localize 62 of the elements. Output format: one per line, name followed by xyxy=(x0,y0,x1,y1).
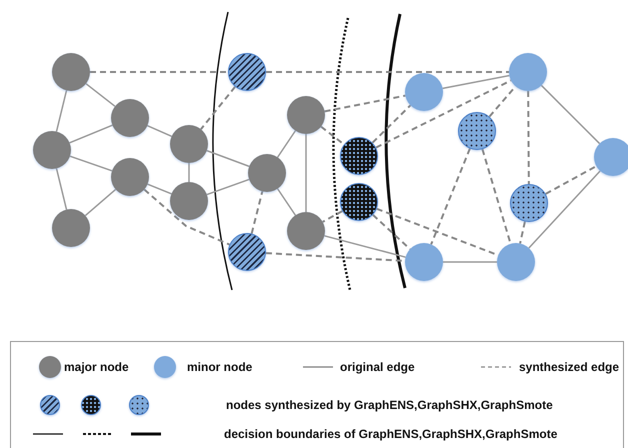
dashed-edge xyxy=(322,210,343,223)
edge-line xyxy=(528,170,601,249)
edge-line xyxy=(70,156,112,172)
dashed-edge xyxy=(320,126,345,146)
dashed-edge xyxy=(200,86,236,130)
major-node-circle xyxy=(287,212,325,250)
major-node-circle xyxy=(170,182,208,220)
edge-line xyxy=(324,235,406,258)
edge-line xyxy=(206,178,250,196)
edge-line xyxy=(305,134,307,212)
minor-node-circle xyxy=(594,138,628,176)
edge-line xyxy=(443,261,497,263)
minor-node-circle xyxy=(509,53,547,91)
edge-line xyxy=(540,84,600,144)
legend-label: minor node xyxy=(187,360,252,374)
edge-line xyxy=(188,163,190,182)
edge-line xyxy=(56,168,68,210)
edge-line xyxy=(69,124,113,144)
dashed-edge xyxy=(90,71,228,73)
major-node-circle xyxy=(248,154,286,192)
dashed-edge xyxy=(144,188,230,246)
edge-line xyxy=(442,74,510,90)
edge-line xyxy=(276,130,296,158)
dashed-edge xyxy=(372,214,411,250)
hatched-node-circle xyxy=(228,233,266,271)
legend-label: decision boundaries of GraphENS,GraphSHX,GraphSmote xyxy=(224,427,558,441)
legend-label: nodes synthesized by GraphENS,GraphSHX,GraphSmote xyxy=(226,398,553,412)
minor-node-circle xyxy=(405,243,443,281)
edge-line xyxy=(147,183,172,195)
major-node-circle xyxy=(287,96,325,134)
edge-line xyxy=(84,188,116,216)
major-node-circle xyxy=(111,158,149,196)
dashed-edge xyxy=(519,221,526,244)
edge-line xyxy=(56,90,68,132)
edge-line xyxy=(147,124,172,138)
major-node-circle xyxy=(111,99,149,137)
dashed-edge xyxy=(545,165,597,195)
dashed-edge xyxy=(250,191,264,234)
dotted-node-circle xyxy=(510,184,548,222)
major-node-circle xyxy=(33,131,71,169)
major-node-circle xyxy=(52,53,90,91)
edge-line xyxy=(206,150,250,168)
crosshatched-node-circle xyxy=(340,137,378,175)
dashed-edge xyxy=(430,148,471,245)
major-node-circle xyxy=(52,209,90,247)
dashed-edge xyxy=(324,94,406,112)
dashed-edge xyxy=(527,91,530,184)
dashed-edge xyxy=(481,148,512,244)
edge-line xyxy=(86,83,116,107)
edge-line xyxy=(276,188,296,216)
dashed-edge xyxy=(372,104,412,144)
legend-label: synthesized edge xyxy=(519,360,620,374)
hatched-node-circle xyxy=(228,53,266,91)
dotted-node-circle xyxy=(458,112,496,150)
dashed-edge xyxy=(376,80,512,148)
minor-node-circle xyxy=(405,73,443,111)
legend-label: major node xyxy=(64,360,129,374)
dashed-edge xyxy=(266,71,509,73)
major-node-circle xyxy=(170,125,208,163)
crosshatched-node-circle xyxy=(340,183,378,221)
legend-label: original edge xyxy=(340,360,415,374)
minor-node-circle xyxy=(497,243,535,281)
